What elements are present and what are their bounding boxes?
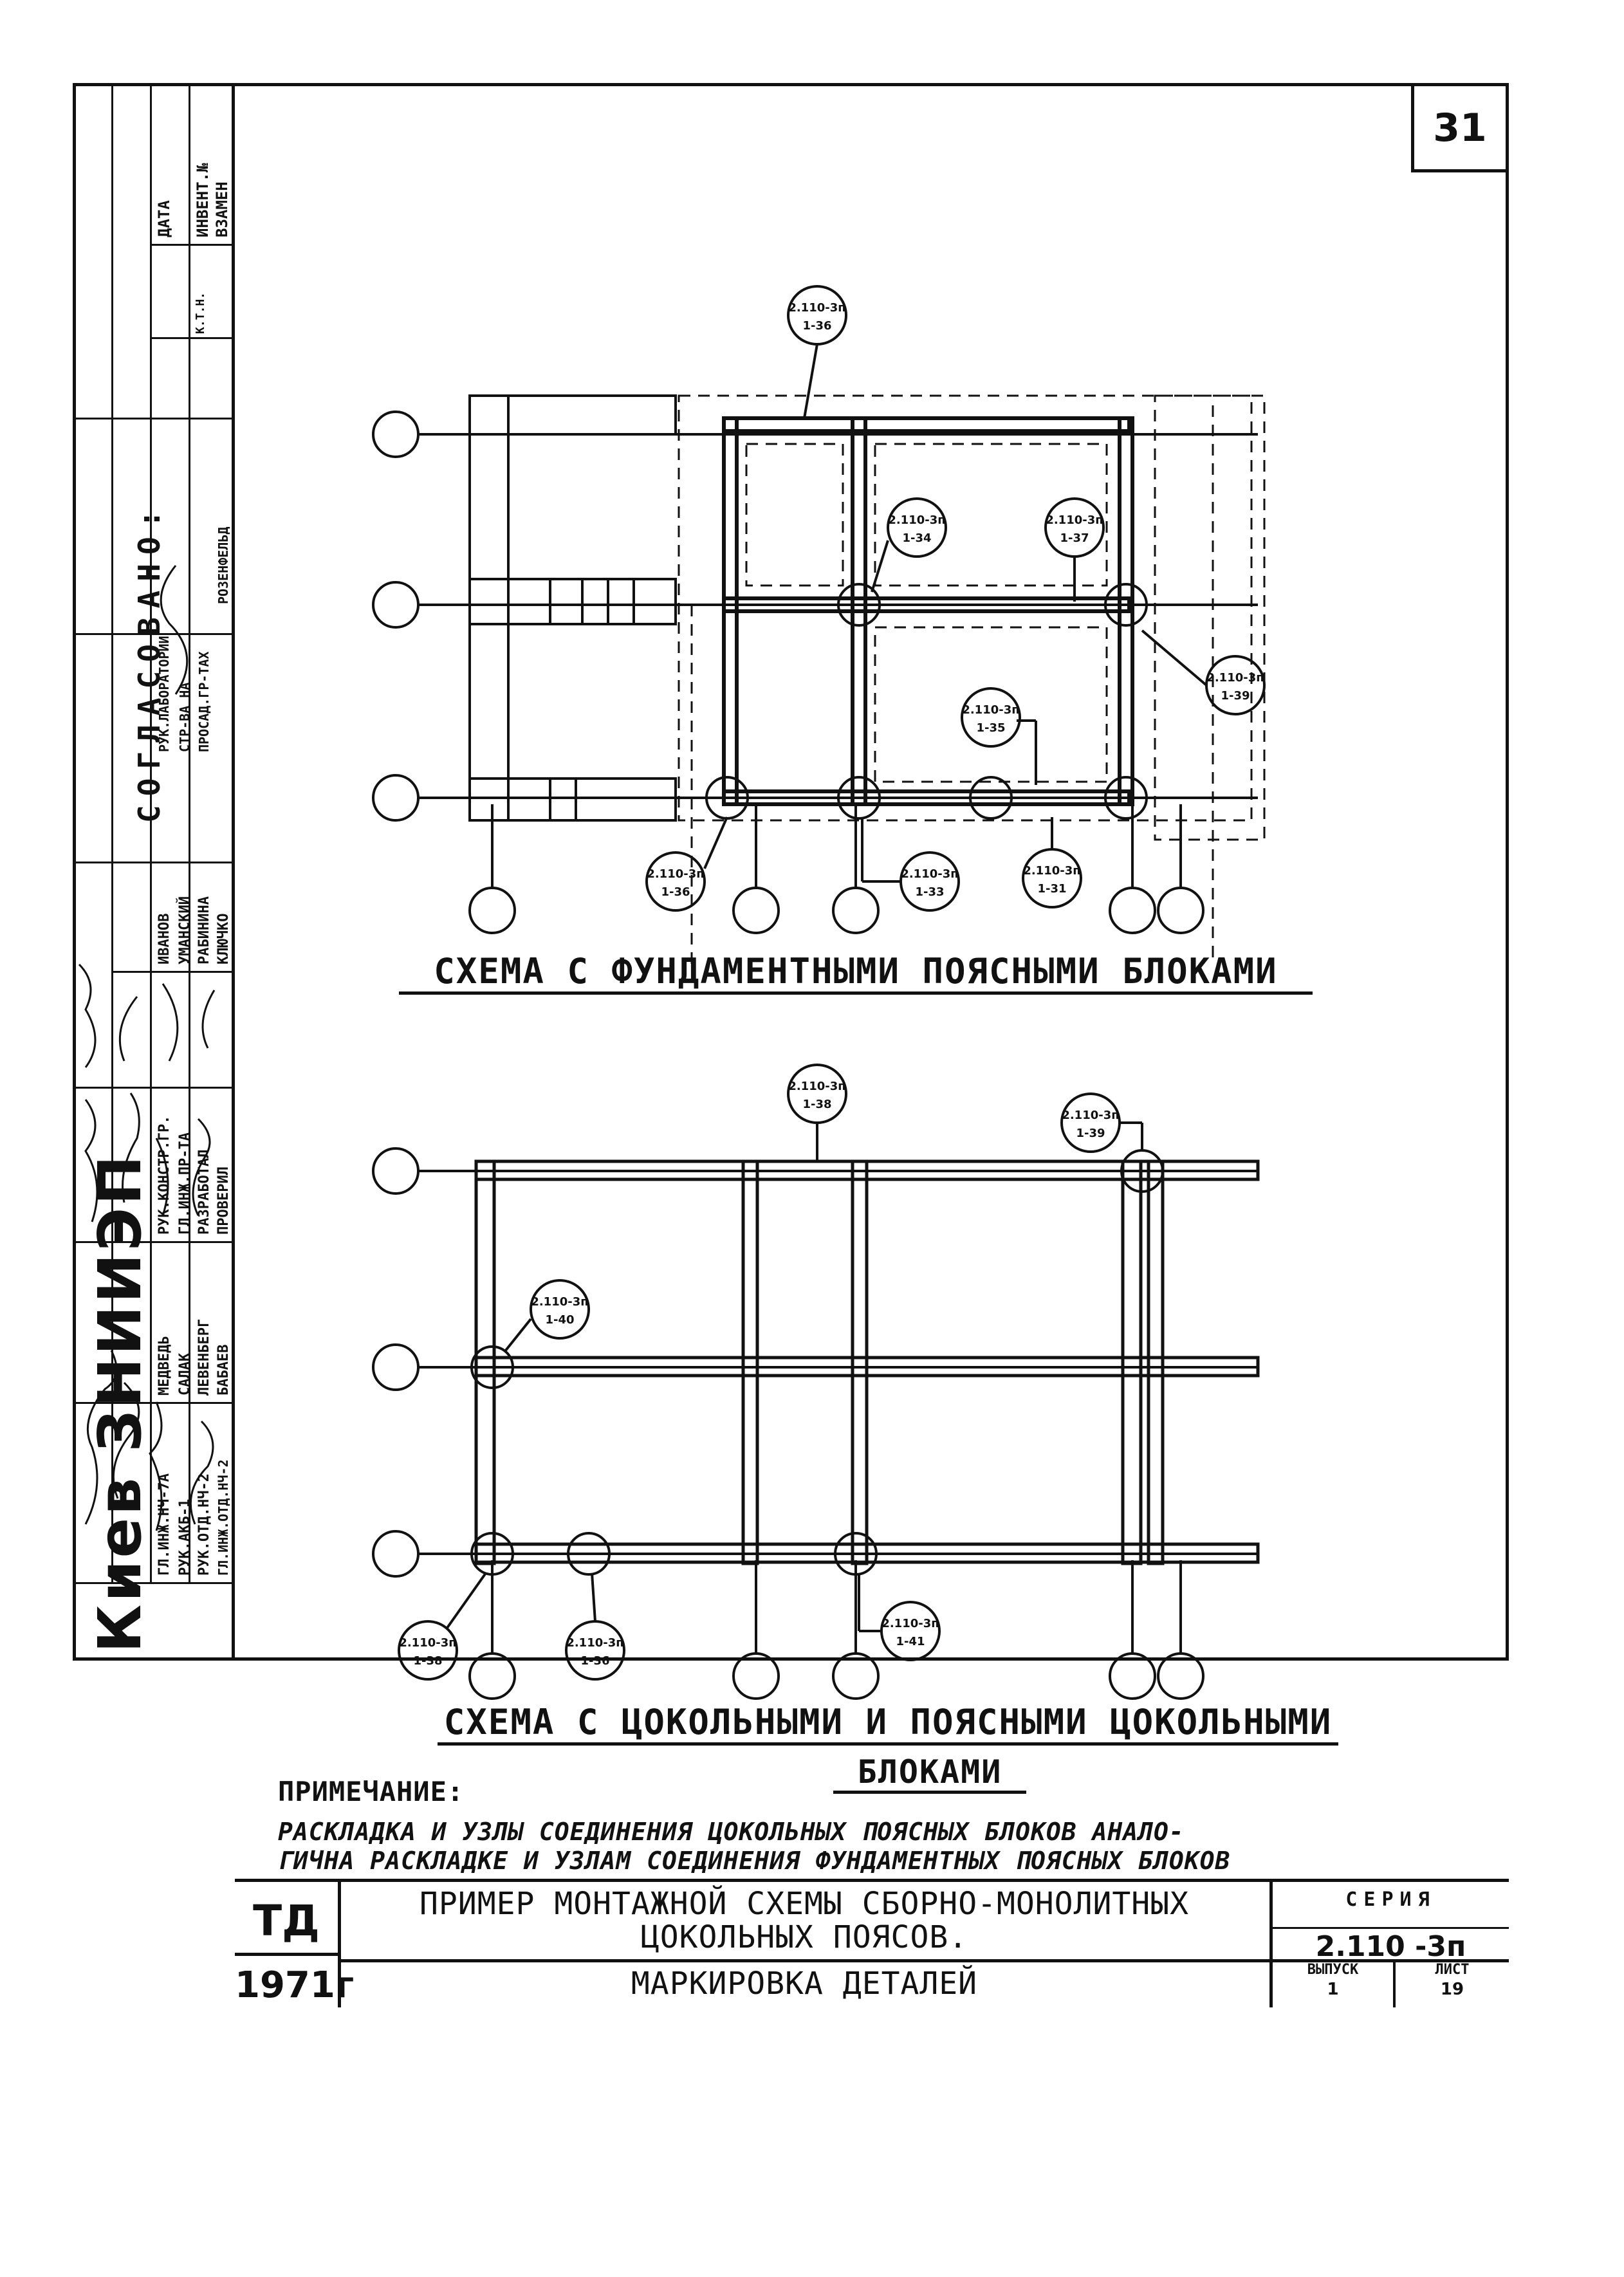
callout-node: 1-33 bbox=[915, 885, 944, 899]
callout-node: 1-39 bbox=[1221, 689, 1250, 703]
sidebar-divider bbox=[232, 83, 235, 1661]
series-label: СЕРИЯ bbox=[1345, 1888, 1436, 1911]
callout-series: 2.110-3п bbox=[531, 1295, 588, 1309]
callout-node: 1-38 bbox=[802, 1098, 831, 1111]
callout-node: 1-38 bbox=[413, 1654, 442, 1668]
bottom-drawing-title-line1: СХЕМА С ЦОКОЛЬНЫМИ И ПОЯСНЫМИ ЦОКОЛЬНЫМИ bbox=[438, 1702, 1338, 1746]
callout-node: 1-31 bbox=[1037, 882, 1066, 896]
callout-series: 2.110-3п bbox=[888, 513, 945, 527]
top-drawing-title: СХЕМА С ФУНДАМЕНТНЫМИ ПОЯСНЫМИ БЛОКАМИ bbox=[399, 951, 1313, 995]
callout-series: 2.110-3п bbox=[647, 867, 704, 881]
callout-node: 1-36 bbox=[580, 1654, 609, 1668]
year: 1971г bbox=[235, 1964, 355, 2006]
title-line-1: ПРИМЕР МОНТАЖНОЙ СХЕМЫ СБОРНО-МОНОЛИТНЫХ bbox=[420, 1886, 1189, 1922]
issue-value: 1 bbox=[1327, 1980, 1339, 1999]
callout-series: 2.110-3п bbox=[901, 867, 958, 881]
callout-series: 2.110-3п bbox=[1046, 513, 1103, 527]
callout-series: 2.110-3п bbox=[881, 1617, 939, 1630]
bottom-plinth-plan: 2.110-3п 1-38 2.110-3п 1-39 2.110-3п 1-4… bbox=[372, 1064, 1260, 1700]
drawing-frame bbox=[73, 83, 1509, 1661]
issue-label: ВЫПУСК bbox=[1307, 1962, 1359, 1978]
callout-series: 2.110-3п bbox=[788, 1080, 845, 1093]
callout-node: 1-34 bbox=[902, 531, 931, 545]
org-code: ТД bbox=[253, 1896, 320, 1946]
bottom-drawing-title-line2: БЛОКАМИ bbox=[833, 1753, 1026, 1794]
note-line-2: ГИЧНА РАСКЛАДКЕ И УЗЛАМ СОЕДИНЕНИЯ ФУНДА… bbox=[278, 1847, 1231, 1875]
signatures-graphic bbox=[78, 565, 216, 1531]
top-foundation-plan: 2.110-3п 1-36 2.110-3п 1-34 2.110-3п 1-3… bbox=[372, 285, 1266, 965]
callout-node: 1-36 bbox=[661, 885, 690, 899]
callout-node: 1-35 bbox=[976, 721, 1005, 735]
series-value: 2.110 -3п bbox=[1315, 1930, 1466, 1963]
callout-node: 1-36 bbox=[802, 319, 831, 333]
callout-node: 1-41 bbox=[896, 1635, 925, 1648]
title-line-2: ЦОКОЛЬНЫХ ПОЯСОВ. bbox=[640, 1919, 968, 1955]
callout-series: 2.110-3п bbox=[1023, 864, 1080, 878]
title-block: ТД 1971г ПРИМЕР МОНТАЖНОЙ СХЕМЫ СБОРНО-М… bbox=[235, 1879, 1509, 2007]
callout-node: 1-39 bbox=[1076, 1127, 1105, 1140]
note-label: ПРИМЕЧАНИЕ: bbox=[278, 1776, 465, 1807]
callout-series: 2.110-3п bbox=[788, 301, 845, 315]
callout-series: 2.110-3п bbox=[399, 1636, 456, 1650]
approval-sidebar: СОГЛАСОВАНО: ДАТА ИНВЕНТ.№ ВЗАМЕН К.Т.Н.… bbox=[73, 83, 232, 1661]
sheet-value: 19 bbox=[1440, 1980, 1464, 1999]
callout-node: 1-40 bbox=[545, 1313, 574, 1327]
callout-series: 2.110-3п bbox=[1062, 1109, 1119, 1122]
sheet-label: ЛИСТ bbox=[1435, 1962, 1470, 1978]
subtitle: МАРКИРОВКА ДЕТАЛЕЙ bbox=[631, 1966, 978, 2002]
callout-series: 2.110-3п bbox=[566, 1636, 623, 1650]
callout-series: 2.110-3п bbox=[962, 703, 1019, 717]
note-line-1: РАСКЛАДКА И УЗЛЫ СОЕДИНЕНИЯ ЦОКОЛЬНЫХ ПО… bbox=[278, 1818, 1185, 1846]
callout-series: 2.110-3п bbox=[1206, 671, 1264, 685]
callout-node: 1-37 bbox=[1060, 531, 1089, 545]
sheet-number: 31 bbox=[1411, 86, 1506, 172]
